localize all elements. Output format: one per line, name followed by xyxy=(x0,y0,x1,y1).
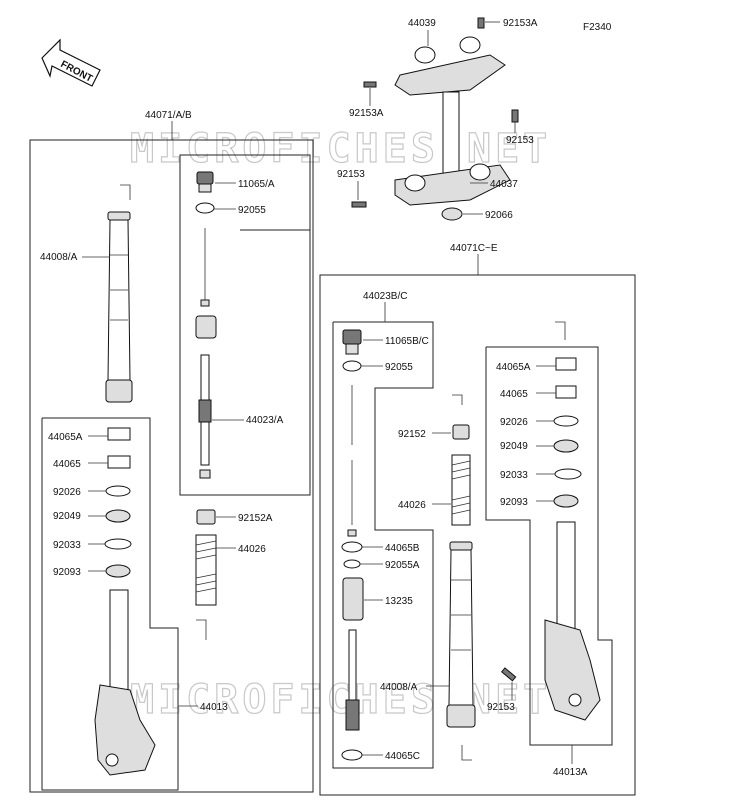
label-44039: 44039 xyxy=(408,18,436,29)
label-13235: 13235 xyxy=(385,596,413,607)
label-92153a-top: 92153A xyxy=(503,18,538,29)
label-44071-ab: 44071/A/B xyxy=(145,110,192,121)
label-44013: 44013 xyxy=(200,702,228,713)
label-92093-left: 92093 xyxy=(53,567,81,578)
right-lower-box xyxy=(485,346,613,746)
inner-tube-right xyxy=(544,521,601,721)
oring-92055a xyxy=(343,559,361,569)
bush-44065-right xyxy=(555,385,577,399)
nut-92152a xyxy=(196,509,216,525)
right-assembly-box xyxy=(319,274,636,796)
left-damper-box xyxy=(179,154,311,496)
spring-44026-right xyxy=(451,454,471,526)
washer-92026-left xyxy=(105,485,131,497)
collar-13235 xyxy=(342,577,364,621)
seal-92093-right xyxy=(553,494,579,508)
inner-tube-left xyxy=(94,589,156,776)
oring-92055-right xyxy=(342,360,362,372)
label-44071c-e: 44071C~E xyxy=(450,243,498,254)
label-44026-right: 44026 xyxy=(398,500,426,511)
label-44065-left: 44065 xyxy=(53,459,81,470)
label-44065c: 44065C xyxy=(385,751,420,762)
label-92055-left: 92055 xyxy=(238,205,266,216)
label-44026-left: 44026 xyxy=(238,544,266,555)
nut-92152 xyxy=(452,424,470,440)
watermark-top: MICROFICHES.NET xyxy=(130,126,551,172)
label-92033-right: 92033 xyxy=(500,470,528,481)
cap-bolt-right xyxy=(342,329,362,345)
upper-clamp-44039 xyxy=(394,36,506,96)
label-92152a: 92152A xyxy=(238,513,273,524)
bush-44065c xyxy=(341,749,363,761)
washer-92026-right xyxy=(553,415,579,427)
bolt-92153a-left xyxy=(363,81,377,88)
bush-44065a-left xyxy=(107,427,131,441)
oring-92055-left xyxy=(195,202,215,214)
bolt-92153-right xyxy=(511,109,519,123)
front-arrow-icon: FRONT xyxy=(41,38,101,87)
label-92033-left: 92033 xyxy=(53,540,81,551)
bolt-92153-lower xyxy=(501,667,517,682)
watermark-bottom: MICROFICHES.NET xyxy=(130,677,551,723)
label-92055-right: 92055 xyxy=(385,362,413,373)
label-92049-right: 92049 xyxy=(500,441,528,452)
seal-92049-right xyxy=(553,439,579,453)
circlip-92033-left xyxy=(104,538,132,550)
label-92055a: 92055A xyxy=(385,560,420,571)
label-92153-left: 92153 xyxy=(337,169,365,180)
left-lower-box xyxy=(41,417,179,791)
circlip-92033-right xyxy=(554,468,582,480)
label-44013a: 44013A xyxy=(553,767,588,778)
label-92066: 92066 xyxy=(485,210,513,221)
label-44008a-right: 44008/A xyxy=(380,682,418,693)
seal-92093-left xyxy=(105,564,131,578)
label-44065a-left: 44065A xyxy=(48,432,83,443)
bush-44065a-right xyxy=(555,357,577,371)
label-44037: 44037 xyxy=(490,179,518,190)
label-92153-right: 92153 xyxy=(506,135,534,146)
label-92152: 92152 xyxy=(398,429,426,440)
label-92049-left: 92049 xyxy=(53,511,81,522)
damper-piston-left xyxy=(195,315,217,339)
diagram-code: F2340 xyxy=(583,22,612,33)
outer-tube-left xyxy=(105,184,133,403)
label-92093-right: 92093 xyxy=(500,497,528,508)
label-92153-lower: 92153 xyxy=(487,702,515,713)
label-92026-left: 92026 xyxy=(53,487,81,498)
steering-stem-44037 xyxy=(394,91,511,206)
label-44008a-left: 44008/A xyxy=(40,252,78,263)
seal-92049-left xyxy=(105,509,131,523)
label-44023a: 44023/A xyxy=(246,415,284,426)
label-11065bc: 11065B/C xyxy=(385,336,429,347)
label-44065-right: 44065 xyxy=(500,389,528,400)
damper-rod-left xyxy=(198,354,212,479)
label-44065b: 44065B xyxy=(385,543,420,554)
bush-44065-left xyxy=(107,455,131,469)
outer-tube-right xyxy=(446,541,476,728)
label-11065a: 11065/A xyxy=(238,179,275,190)
spring-44026-left xyxy=(195,534,217,606)
label-44023bc: 44023B/C xyxy=(363,291,407,302)
bolt-92153a-top xyxy=(477,17,485,29)
cap-92066 xyxy=(441,207,463,221)
bush-44065b xyxy=(341,541,363,553)
label-44065a-right: 44065A xyxy=(496,362,531,373)
right-damper-box xyxy=(332,321,434,769)
label-92153a-left: 92153A xyxy=(349,108,384,119)
bolt-92153-left xyxy=(351,201,367,208)
cap-bolt-left xyxy=(196,171,214,193)
label-92026-right: 92026 xyxy=(500,417,528,428)
left-assembly-box xyxy=(29,139,314,793)
